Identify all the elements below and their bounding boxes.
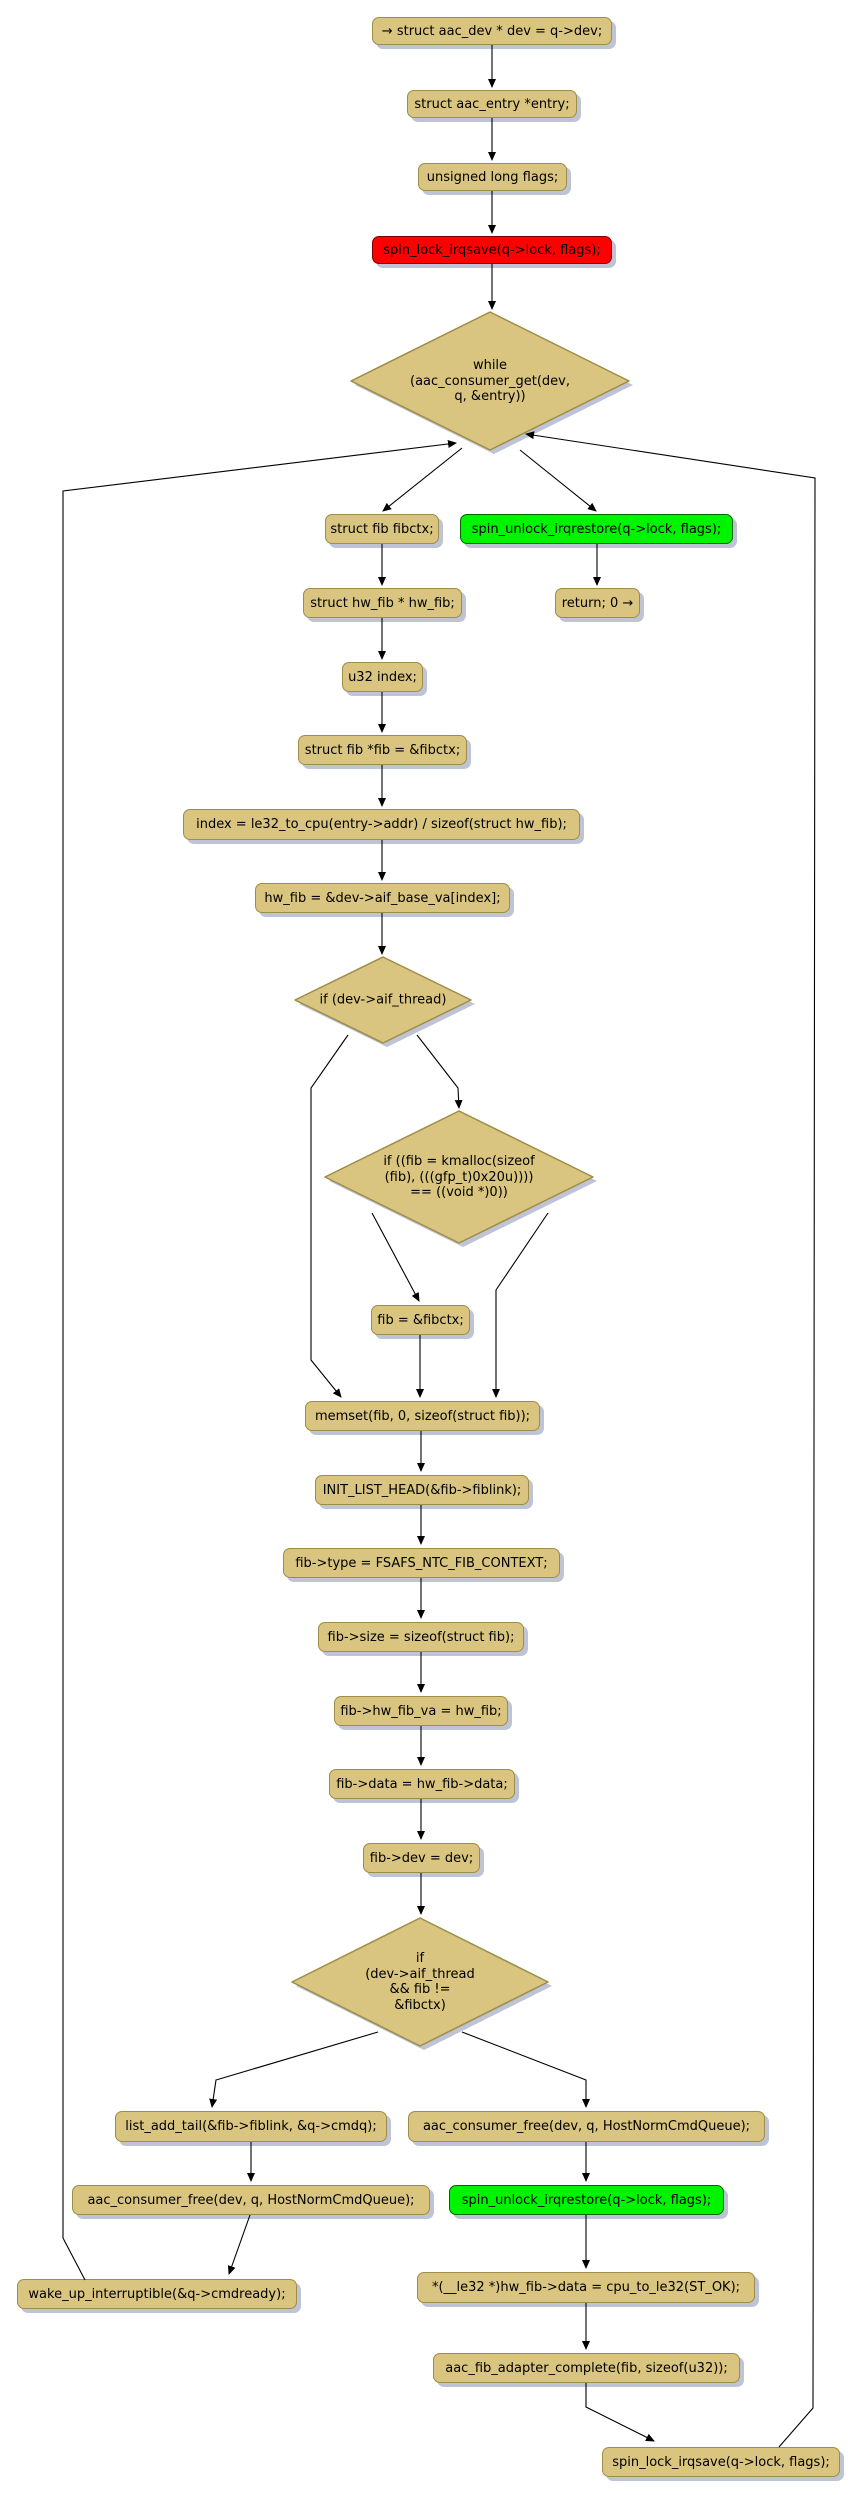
node-hw-fib-data-st-ok: *(__le32 *)hw_fib->data = cpu_to_le32(ST… [417,2272,755,2303]
node-init-list-head: INIT_LIST_HEAD(&fib->fiblink); [315,1475,529,1505]
node-struct-fib-ptr-decl: struct fib *fib = &fibctx; [298,735,467,765]
node-struct-aac-entry-decl: struct aac_entry *entry; [407,90,577,118]
node-wake-up-interruptible: wake_up_interruptible(&q->cmdready); [17,2279,297,2309]
decision-if-fib-kmalloc-shadow [329,1115,597,1247]
flow-edge-d3-b12 [371,1212,420,1302]
decision-if-dev-aif-thread [294,956,472,1044]
decision-if-aif-thread-and-fib-shadow [296,1922,552,2050]
decision-if-fib-kmalloc [324,1110,594,1244]
node-spin-unlock-irqrestore-exit: spin_unlock_irqrestore(q->lock, flags); [460,514,733,544]
node-aac-consumer-free-left: aac_consumer_free(dev, q, HostNormCmdQue… [72,2185,430,2215]
node-u32-index-decl: u32 index; [342,662,423,692]
decision-while-aac-consumer-get [350,311,630,451]
flow-edge-d4-b20 [209,2031,379,2108]
flow-edge-d3-b13 [492,1212,549,1398]
decision-if-dev-aif-thread-label: if (dev->aif_thread) [319,992,447,1008]
node-index-assign: index = le32_to_cpu(entry->addr) / sizeo… [183,809,580,840]
node-unsigned-long-flags-decl: unsigned long flags; [418,163,567,191]
decision-if-dev-aif-thread-shadow [299,961,475,1047]
node-fib-assign-fibctx: fib = &fibctx; [371,1305,470,1335]
node-fib-dev-assign: fib->dev = dev; [363,1843,480,1873]
node-spin-lock-irqsave-bottom: spin_lock_irqsave(q->lock, flags); [602,2447,840,2477]
flow-edge-d1-g1 [519,449,597,512]
flow-edge-b21-b23 [227,2214,251,2275]
decision-if-aif-thread-and-fib-label: if (dev->aif_thread && fib != &fibctx) [365,1951,475,2013]
node-struct-hw-fib-decl: struct hw_fib * hw_fib; [303,588,462,618]
decision-while-aac-consumer-get-label: while (aac_consumer_get(dev, q, &entry)) [409,357,571,404]
flow-edge-d2-d3 [416,1034,463,1109]
node-struct-aac-dev-decl: → struct aac_dev * dev = q->dev; [372,17,612,45]
flow-edge-d1-b5 [382,447,463,512]
node-aac-consumer-free-right: aac_consumer_free(dev, q, HostNormCmdQue… [408,2111,765,2142]
node-list-add-tail: list_add_tail(&fib->fiblink, &q->cmdq); [115,2111,387,2142]
node-return-0: return; 0 → [555,588,640,618]
flow-edge-d4-b22 [461,2031,590,2108]
node-fib-size-assign: fib->size = sizeof(struct fib); [318,1622,524,1652]
node-struct-fib-fibctx-decl: struct fib fibctx; [325,514,439,544]
node-fib-hw-fib-va-assign: fib->hw_fib_va = hw_fib; [334,1696,508,1726]
node-memset: memset(fib, 0, sizeof(struct fib)); [305,1401,540,1431]
node-fib-data-assign: fib->data = hw_fib->data; [329,1769,515,1799]
flow-edge-b26-d1 [525,431,816,2448]
flow-edge-b23-d1 [62,439,457,2281]
decision-while-aac-consumer-get-shadow [355,316,633,454]
node-spin-unlock-irqrestore-right: spin_unlock_irqrestore(q->lock, flags); [449,2185,724,2215]
decision-if-aif-thread-and-fib [291,1917,549,2047]
node-aac-fib-adapter-complete: aac_fib_adapter_complete(fib, sizeof(u32… [433,2353,740,2383]
node-fib-type-assign: fib->type = FSAFS_NTC_FIB_CONTEXT; [283,1548,560,1578]
decision-if-fib-kmalloc-label: if ((fib = kmalloc(sizeof (fib), (((gfp_… [383,1153,535,1200]
flow-edge-b25-b26 [585,2383,655,2442]
node-hw-fib-assign: hw_fib = &dev->aif_base_va[index]; [255,883,510,913]
node-spin-lock-irqsave-entry: spin_lock_irqsave(q->lock, flags); [372,236,612,264]
flow-edge-d2-b13 [310,1034,349,1398]
